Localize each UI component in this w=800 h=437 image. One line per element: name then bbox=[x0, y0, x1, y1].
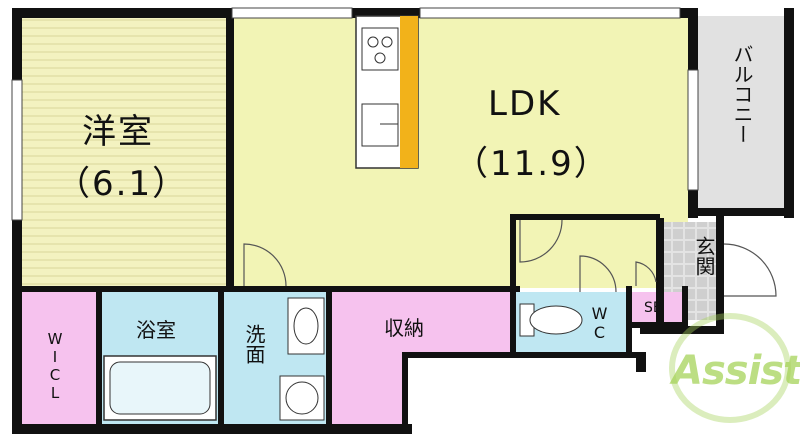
balcony-floor bbox=[696, 16, 784, 212]
entry-hall-floor bbox=[512, 218, 664, 288]
washbasin bbox=[287, 297, 325, 355]
senmen-label: 洗面 bbox=[242, 324, 266, 364]
toilet bbox=[519, 303, 583, 337]
wc-label: WC bbox=[590, 304, 609, 342]
washer bbox=[279, 375, 325, 421]
kitchen-counter bbox=[355, 15, 419, 169]
yoshitsu-name: 洋室 bbox=[82, 112, 154, 152]
ldk-size: （11.9） bbox=[454, 144, 610, 184]
yoshitsu-floor bbox=[20, 16, 232, 288]
logo-swoosh bbox=[669, 313, 791, 423]
windows bbox=[11, 7, 699, 221]
doors bbox=[243, 219, 777, 297]
bathtub bbox=[103, 355, 217, 421]
wicl-floor bbox=[20, 292, 96, 424]
yokushitsu-label: 浴室 bbox=[136, 318, 176, 342]
shuno-label: 収納 bbox=[384, 316, 424, 340]
yoshitsu-size: （6.1） bbox=[56, 164, 189, 204]
shuno-floor bbox=[332, 292, 512, 424]
balcony-label: バルコニー bbox=[730, 44, 754, 144]
genkan-label: 玄関 bbox=[692, 236, 716, 276]
sb-label: SB bbox=[644, 300, 663, 316]
wicl-label: WICL bbox=[46, 330, 64, 402]
assist-logo: Assist bbox=[672, 348, 800, 394]
ldk-name: LDK bbox=[488, 84, 562, 124]
